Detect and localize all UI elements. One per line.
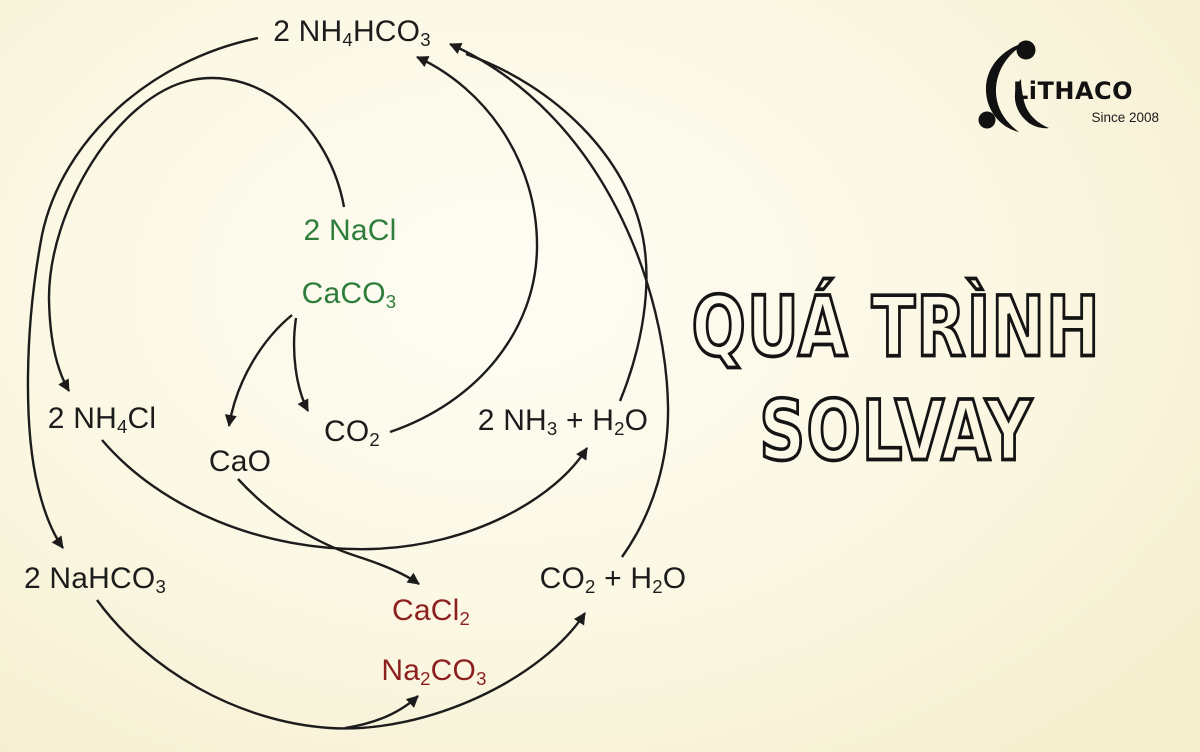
arrow-co2-to-nh4hco3 xyxy=(389,55,539,434)
arrow-co2h2o-to-nh4hco3 xyxy=(449,42,670,558)
node-nh4hco3: 2 NH4HCO3 xyxy=(273,15,431,50)
arrow-cao-to-cacl2 xyxy=(237,478,420,585)
node-co2: CO2 xyxy=(324,415,380,450)
arrow-nacl-to-nh4cl xyxy=(47,76,346,392)
node-nh3-h2o: 2 NH3 + H2O xyxy=(477,404,649,439)
page-title-line1: QUÁ TRÌNH xyxy=(690,278,1101,378)
node-co2-h2o: CO2 + H2O xyxy=(539,562,687,597)
arrow-nh3h2o-to-nh4hco3 xyxy=(465,52,648,402)
node-na2co3: Na2CO3 xyxy=(381,654,487,689)
node-caco3: CaCO3 xyxy=(301,277,397,312)
node-nacl: 2 NaCl xyxy=(303,214,397,247)
lithaco-logo-icon xyxy=(978,40,1049,132)
arrow-caco3-to-cao xyxy=(224,314,293,427)
node-nahco3: 2 NaHCO3 xyxy=(24,562,166,597)
arrow-nh4cl-to-nh3h2o xyxy=(101,439,589,551)
node-cacl2: CaCl2 xyxy=(391,594,471,629)
arrow-nahco3-to-co2h2o xyxy=(96,599,587,730)
page-title: QUÁ TRÌNH SOLVAY xyxy=(690,276,1102,484)
logo-brand-name: LiTHACO xyxy=(1013,77,1134,105)
logo-tagline: Since 2008 xyxy=(1091,110,1159,125)
arrow-nh4hco3-to-nahco3 xyxy=(26,36,259,549)
node-cao: CaO xyxy=(208,445,272,478)
page-title-line2: SOLVAY xyxy=(758,382,1033,482)
arrow-caco3-to-co2 xyxy=(292,317,310,412)
node-nh4cl: 2 NH4Cl xyxy=(47,402,157,437)
lithaco-logo: LiTHACO Since 2008 xyxy=(973,33,1173,138)
arrow-nahco3-to-na2co3 xyxy=(344,695,419,730)
